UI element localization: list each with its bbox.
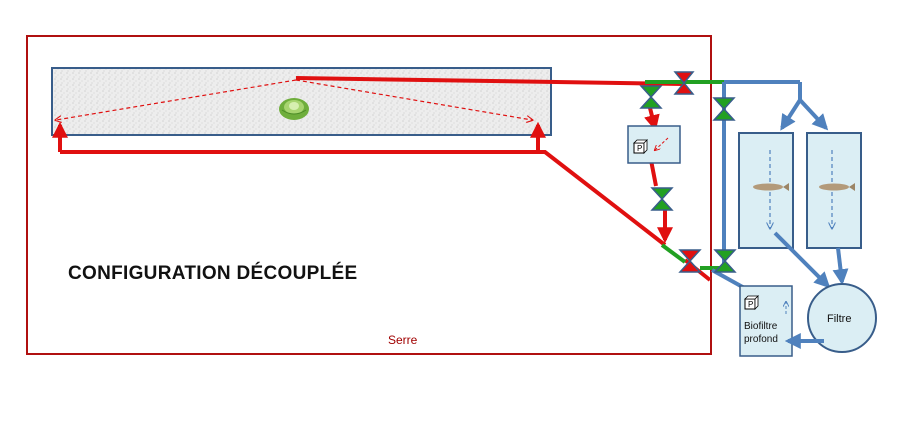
filter-circle — [807, 283, 877, 353]
config-title: CONFIGURATION DÉCOUPLÉE — [68, 263, 358, 284]
serre-label: Serre — [388, 333, 418, 347]
serre-boundary — [26, 35, 712, 355]
valve-icon — [673, 71, 695, 95]
blue-tank-2-to-filter — [832, 247, 849, 286]
pump-icon — [744, 295, 759, 310]
biofiltre-label: Biofiltre profond — [744, 321, 778, 345]
valve-icon — [713, 249, 737, 273]
red-supply-line — [295, 76, 684, 86]
fish-tank-1 — [738, 132, 794, 249]
green-pipe-bottom — [660, 243, 687, 264]
blue-tank-1-to-filter — [773, 231, 831, 289]
red-to-pump — [644, 107, 660, 132]
pump-icon — [633, 139, 648, 154]
blue-to-tank-2 — [798, 98, 829, 131]
fish-icon — [753, 183, 789, 191]
lettuce-icon — [279, 98, 309, 120]
valve-icon — [678, 249, 702, 273]
fish-icon — [819, 183, 855, 191]
valve-icon — [639, 85, 663, 109]
blue-to-tank-1 — [780, 82, 802, 131]
pump-1-flow — [655, 137, 669, 150]
valve-icon — [712, 97, 736, 121]
filtre-label: Filtre — [827, 313, 852, 325]
pump-1-label: P — [637, 144, 643, 153]
bed-flow-right — [295, 79, 532, 120]
bed-flow-left — [56, 79, 297, 120]
valve-icon — [650, 187, 674, 211]
pump-2-label: P — [748, 300, 754, 309]
red-return-line — [60, 150, 667, 247]
